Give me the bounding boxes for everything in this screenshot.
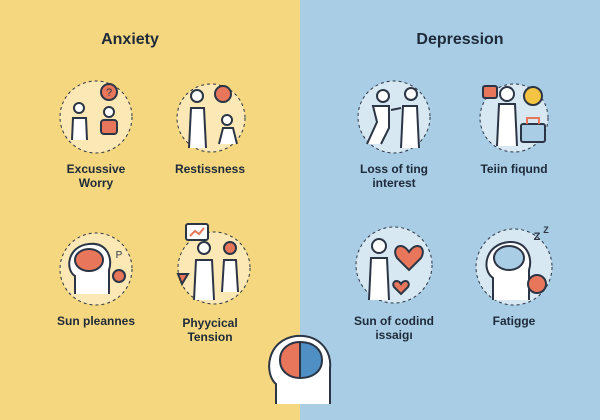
depression-heading: Depression: [416, 31, 504, 48]
tension-icon: [166, 222, 254, 310]
depression-fatigue-label: Fatigge: [492, 314, 536, 328]
split-brain-icon: [262, 326, 342, 406]
anxiety-tension-label-1: Phyycical: [182, 316, 238, 330]
depression-sun-label: Teiin fiqund: [480, 162, 548, 176]
restless-person-icon: [171, 78, 249, 156]
depression-item-heart: Sun of codind issaigı: [334, 222, 454, 342]
depression-heart-label-2: issaigı: [375, 328, 413, 342]
speech-worry-icon: ?: [57, 78, 135, 156]
anxiety-worry-label-1: Excussive: [66, 162, 126, 176]
anxiety-item-tension: Phyycical Tension: [150, 222, 270, 344]
anxiety-item-restlessness: Restissness: [150, 78, 270, 176]
depression-item-loss-interest: Loss of ting interest: [334, 78, 454, 190]
broken-heart-icon: [351, 222, 437, 308]
depression-item-fatigue: Z Z Fatigge: [454, 222, 574, 328]
anxiety-panel: [0, 0, 300, 420]
brain-icon: P: [57, 230, 135, 308]
anxiety-restlessness-label: Restissness: [174, 162, 246, 176]
depression-item-sun: Teiin fiqund: [454, 78, 574, 176]
sleepy-head-icon: Z Z: [471, 222, 557, 308]
svg-text:?: ?: [106, 87, 112, 99]
anxiety-item-worry: ? Excussive Worry: [36, 78, 156, 190]
depression-loss-label-1: Loss of ting: [360, 162, 428, 176]
anxiety-brain-label: Sun pleannes: [56, 314, 136, 328]
loss-interest-icon: [355, 78, 433, 156]
svg-text:Z: Z: [534, 231, 541, 243]
sun-person-icon: [475, 78, 553, 156]
anxiety-item-brain: P Sun pleannes: [36, 230, 156, 328]
depression-heart-label-1: Sun of codind: [354, 314, 434, 328]
anxiety-worry-label-2: Worry: [78, 176, 114, 190]
svg-text:P: P: [116, 250, 123, 261]
svg-text:Z: Z: [543, 225, 549, 235]
anxiety-tension-label-2: Tension: [187, 330, 233, 344]
depression-panel: [300, 0, 600, 420]
anxiety-heading: Anxiety: [101, 31, 159, 48]
depression-loss-label-2: interest: [372, 176, 416, 190]
